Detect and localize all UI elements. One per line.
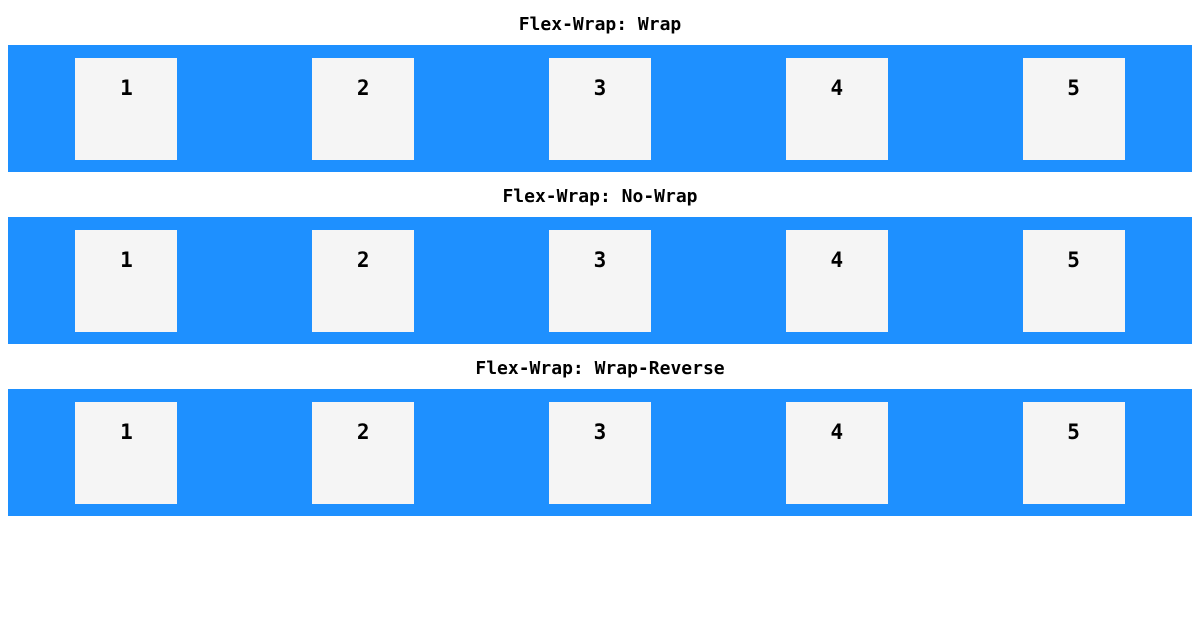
flex-container-wrap-reverse: 1 2 3 4 5 <box>8 389 1192 516</box>
flex-item: 5 <box>1022 402 1125 504</box>
flex-item: 3 <box>548 58 651 160</box>
flex-item: 5 <box>1022 58 1125 160</box>
flex-item: 2 <box>312 58 415 160</box>
flex-item: 1 <box>75 58 178 160</box>
flex-item: 2 <box>312 230 415 332</box>
section-title-wrap-reverse: Flex-Wrap: Wrap-Reverse <box>475 358 725 379</box>
flex-container-no-wrap: 1 2 3 4 5 <box>8 217 1192 344</box>
flex-item: 1 <box>75 402 178 504</box>
section-title-no-wrap: Flex-Wrap: No-Wrap <box>502 186 698 207</box>
flex-item: 4 <box>785 58 888 160</box>
flex-item: 1 <box>75 230 178 332</box>
flex-item: 3 <box>548 402 651 504</box>
flex-item: 4 <box>785 402 888 504</box>
flex-item: 5 <box>1022 230 1125 332</box>
flex-item: 4 <box>785 230 888 332</box>
flex-item: 2 <box>312 402 415 504</box>
flex-wrap-demo-page: Flex-Wrap: Wrap 1 2 3 4 5 Flex-Wrap: No-… <box>0 13 1200 643</box>
flex-item: 3 <box>548 230 651 332</box>
flex-container-wrap: 1 2 3 4 5 <box>8 45 1192 172</box>
section-title-wrap: Flex-Wrap: Wrap <box>518 14 682 35</box>
